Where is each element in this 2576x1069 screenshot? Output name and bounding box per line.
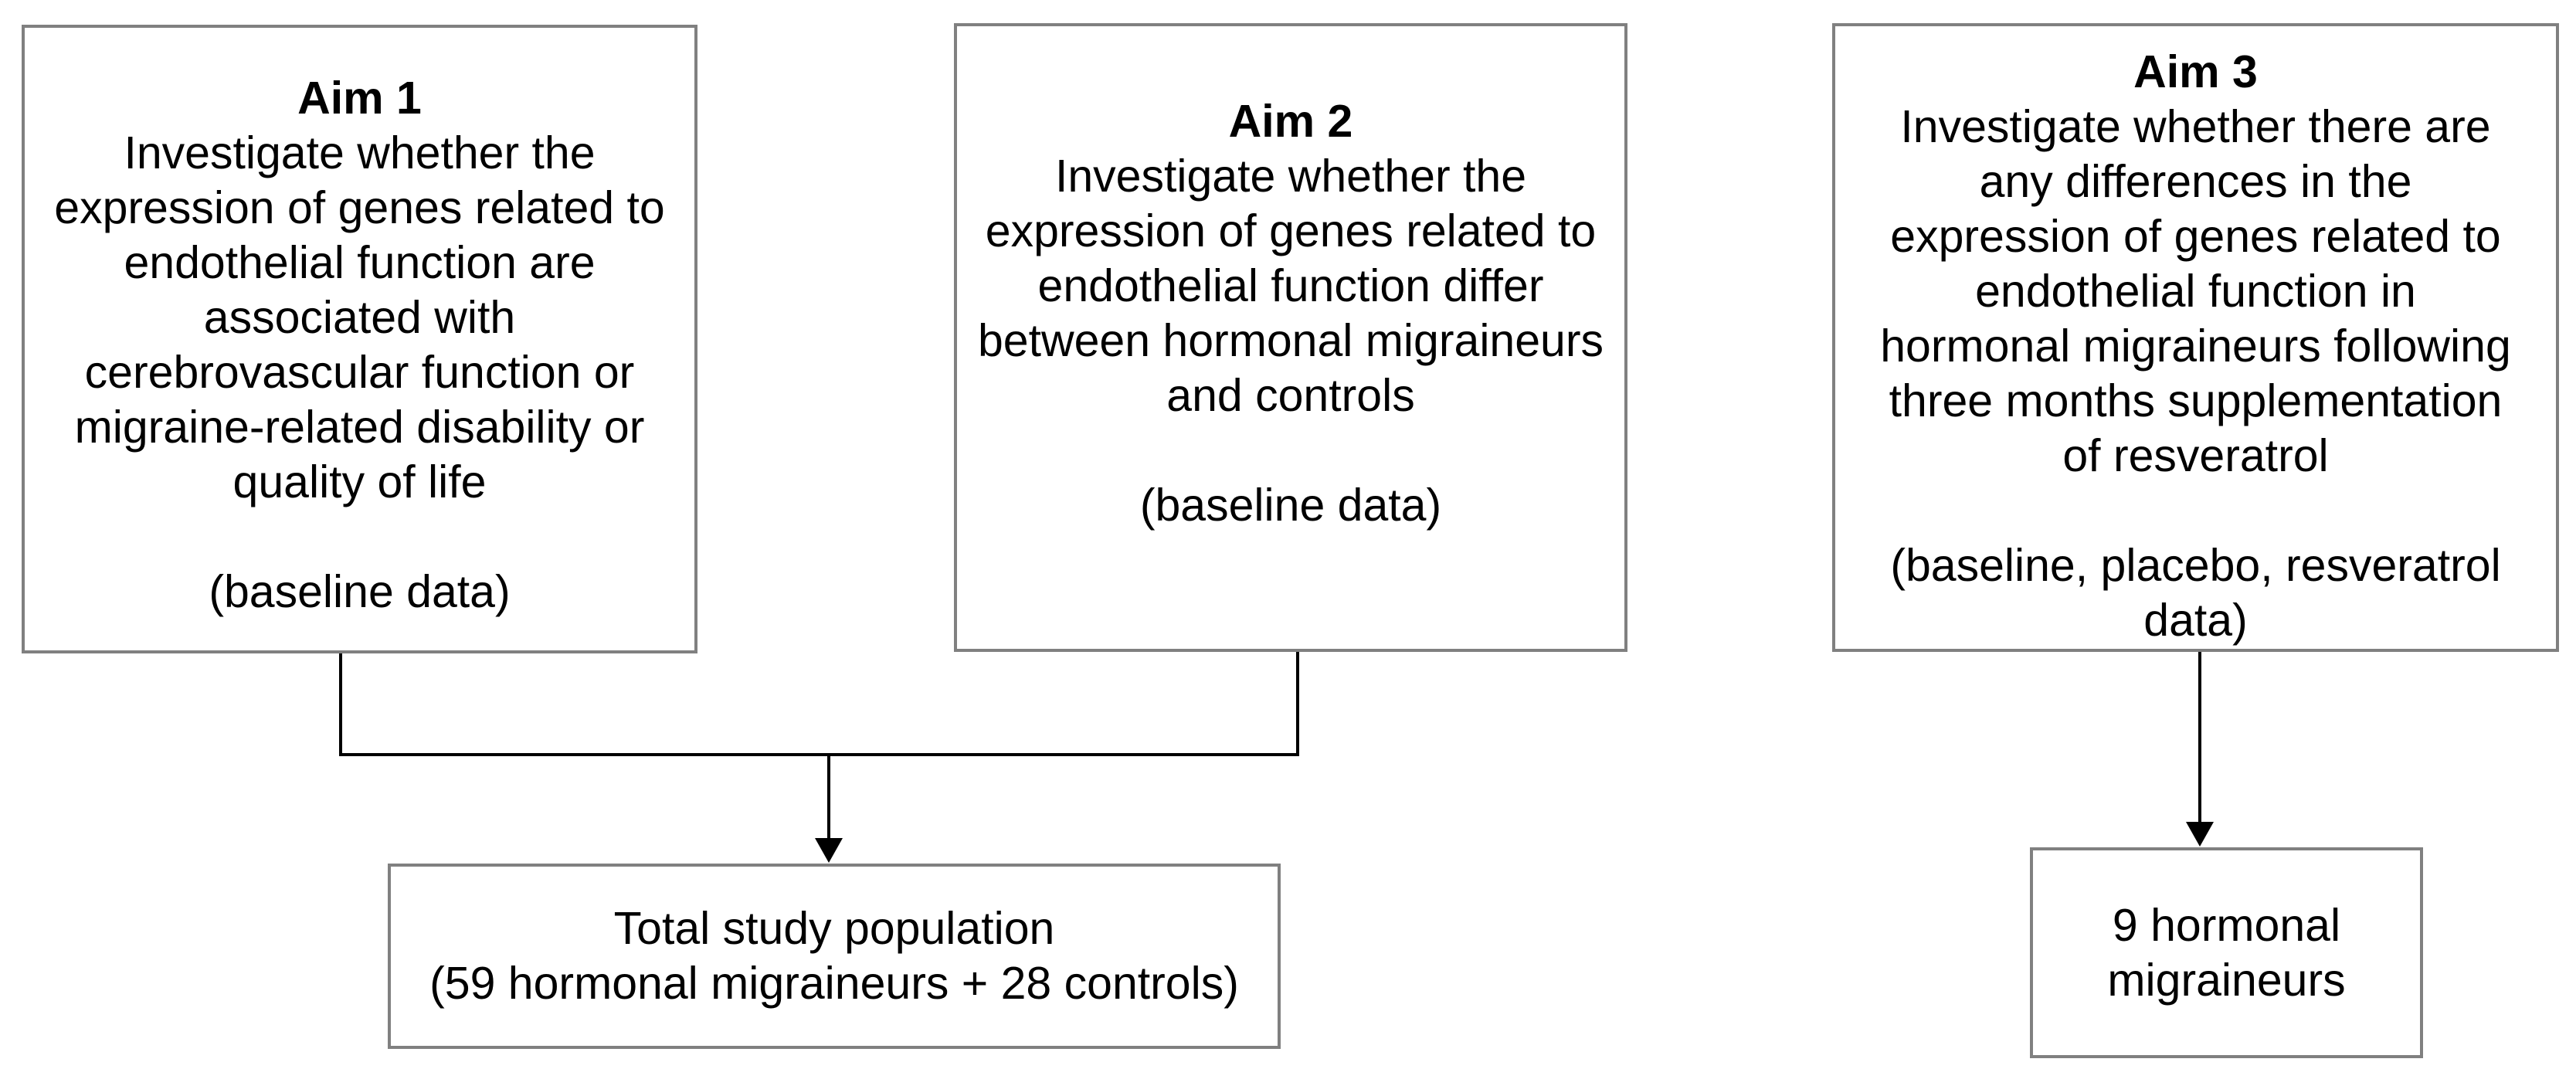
aim2-title: Aim 2 [1228,96,1353,147]
nine-migraineurs-box: 9 hormonal migraineurs [2030,847,2423,1058]
aim1-text-line: associated with [203,292,516,343]
aim1-connector-line [339,653,342,756]
arrow-down-icon [2186,822,2214,847]
aim2-text-line: and controls [1166,370,1415,421]
merge-connector-line [339,753,1299,756]
aim1-text-line: endothelial function are [124,237,596,288]
aim1-text-line: quality of life [232,456,487,507]
total-population-box: Total study population (59 hormonal migr… [388,864,1281,1049]
aim2-blank-line [957,423,1624,478]
aim1-blank-line [25,510,694,565]
aim3-data-note: data) [2143,595,2248,646]
aim1-text-line: Investigate whether the [124,127,596,178]
aim3-box: Aim 3 Investigate whether there are any … [1832,23,2559,652]
aim2-text-line: Investigate whether the [1054,151,1527,202]
aim1-text-line: migraine-related disability or [74,402,645,453]
aim2-data-note: (baseline data) [1139,480,1442,531]
arrow-down-icon [815,838,843,863]
aim1-title: Aim 1 [297,73,422,124]
aim3-text-line: any differences in the [1979,156,2412,207]
aim3-text-line: Investigate whether there are [1900,101,2491,152]
aim1-box: Aim 1 Investigate whether the expression… [22,25,697,653]
aim3-text-line: expression of genes related to [1890,211,2501,262]
aim3-text-line: endothelial function in [1975,266,2416,317]
aim3-data-note: (baseline, placebo, resveratrol [1890,540,2501,591]
total-population-label: Total study population [613,903,1055,954]
aim3-title: Aim 3 [2133,46,2258,97]
aim2-text-line: expression of genes related to [985,205,1597,256]
total-arrow-line [827,753,830,840]
nine-migraineurs-label: migraineurs [2107,954,2346,1006]
aim3-arrow-line [2198,652,2201,824]
aim1-data-note: (baseline data) [209,566,511,617]
nine-migraineurs-label: 9 hormonal [2112,899,2341,951]
aim1-text-line: cerebrovascular function or [84,347,635,398]
aim3-text-line: three months supplementation [1889,375,2503,426]
aim3-text-line: hormonal migraineurs following [1880,321,2511,372]
aim2-text-line: between hormonal migraineurs [977,315,1604,366]
aim3-blank-line [1835,484,2556,538]
aim2-box: Aim 2 Investigate whether the expression… [954,23,1627,652]
aim1-text-line: expression of genes related to [54,182,665,233]
aim2-text-line: endothelial function differ [1037,260,1544,311]
total-population-counts: (59 hormonal migraineurs + 28 controls) [429,958,1239,1009]
aim3-text-line: of resveratrol [2062,430,2329,481]
aim2-connector-line [1296,652,1299,756]
